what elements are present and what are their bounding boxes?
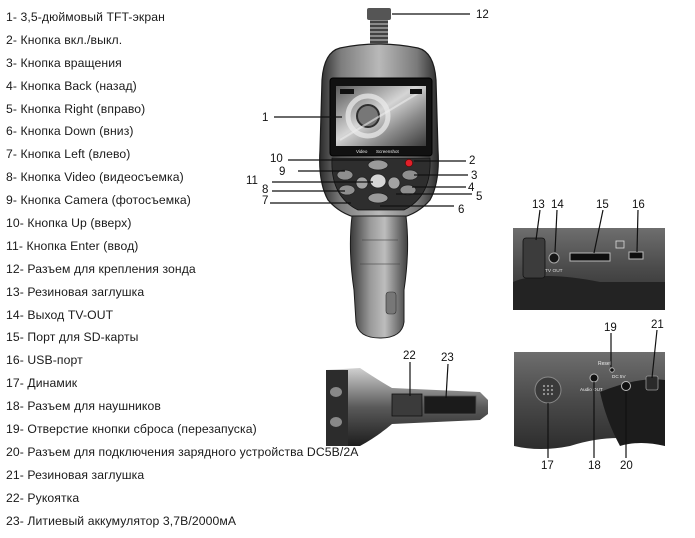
callout-2: 2 [469,155,475,167]
legend-item-10: 10- Кнопка Up (вверх) [6,216,132,231]
legend-item-15: 15- Порт для SD-карты [6,330,139,345]
callout-22: 22 [403,350,416,362]
callout-19: 19 [604,322,617,334]
power-button[interactable] [405,159,413,167]
legend-item-1: 1- 3,5-дюймовый TFT-экран [6,10,165,24]
legend-item-22: 22- Рукоятка [6,490,80,505]
callout-9: 9 [279,166,285,178]
callout-13: 13 [532,199,545,211]
usb-port[interactable] [628,251,644,260]
legend-item-21: 21- Резиновая заглушка [6,467,145,482]
device-front-view: Video Screenshot 1 12 [246,8,489,339]
down-button[interactable] [367,192,389,204]
tv-out-port[interactable] [548,252,560,264]
legend-item-14: 14- Выход TV-OUT [6,307,114,322]
tft-screen [336,86,426,146]
legend-item-8: 8- Кнопка Video (видеосъемка) [6,170,184,185]
right-button[interactable] [387,176,401,190]
callout-4: 4 [468,182,475,194]
speaker-grille [615,240,625,249]
callout-1: 1 [262,112,268,124]
screen-label-screenshot: Screenshot [376,149,400,154]
dc-charge-port[interactable] [621,381,631,391]
callout-11: 11 [246,175,258,187]
legend-item-12: 12- Разъем для крепления зонда [6,261,196,276]
battery-icon [423,395,477,415]
legend-item-11: 11- Кнопка Enter (ввод) [6,238,139,253]
legend-item-13: 13- Резиновая заглушка [6,284,145,299]
camera-button[interactable] [336,169,354,181]
port-panel-view: TV OUT 13 14 15 16 [513,199,665,310]
legend-item-3: 3- Кнопка вращения [6,55,122,70]
legend-item-4: 4- Кнопка Back (назад) [6,78,137,93]
sd-card-slot[interactable] [569,252,611,262]
legend-item-9: 9- Кнопка Camera (фотосъемка) [6,193,191,208]
tv-out-label: TV OUT [545,268,563,274]
legend-item-23: 23- Литиевый аккумулятор 3,7В/2000мА [6,513,237,528]
callout-10: 10 [270,153,283,165]
callout-21: 21 [651,319,664,331]
audio-out-label: Audio OUT [580,387,603,392]
callout-3: 3 [471,170,477,182]
handle-grip [391,393,423,417]
video-button[interactable] [338,184,356,196]
callout-23: 23 [441,352,454,364]
legend-item-16: 16- USB-порт [6,353,83,368]
legend-list: 1- 3,5-дюймовый TFT-экран 2- Кнопка вкл.… [6,6,359,532]
probe-connector-icon [367,8,391,48]
dc-label: DC 5V [612,374,626,379]
legend-item-6: 6- Кнопка Down (вниз) [6,124,134,139]
legend-item-7: 7- Кнопка Left (влево) [6,147,131,162]
audio-out-port[interactable] [589,373,599,383]
rubber-plug[interactable] [645,375,659,391]
callout-12: 12 [476,9,489,21]
legend-item-17: 17- Динамик [6,376,78,391]
legend-item-20: 20- Разъем для подключения зарядного уст… [6,444,359,459]
callout-14: 14 [551,199,564,211]
callout-5: 5 [476,191,482,203]
up-button[interactable] [367,159,389,171]
side-panel-view: Reset Audio OUT DC 5V 17 18 19 20 21 [514,319,665,472]
callout-17: 17 [541,460,554,472]
callout-7: 7 [262,195,268,207]
battery-handle-view: 22 23 [326,350,488,446]
callout-18: 18 [588,460,601,472]
callout-15: 15 [596,199,609,211]
legend-item-5: 5- Кнопка Right (вправо) [6,101,146,116]
reset-label: Reset [598,361,612,367]
legend-item-2: 2- Кнопка вкл./выкл. [6,32,123,47]
reset-hole[interactable] [609,367,615,373]
screen-label-video: Video [356,149,368,154]
callout-16: 16 [632,199,645,211]
legend-item-19: 19- Отверстие кнопки сброса (перезапуска… [6,422,257,437]
enter-button[interactable] [369,173,387,189]
device-handle [349,215,409,339]
callout-8: 8 [262,184,268,196]
left-button[interactable] [355,176,369,190]
callout-20: 20 [620,460,633,472]
callout-6: 6 [458,204,464,216]
legend-item-18: 18- Разъем для наушников [6,399,161,414]
